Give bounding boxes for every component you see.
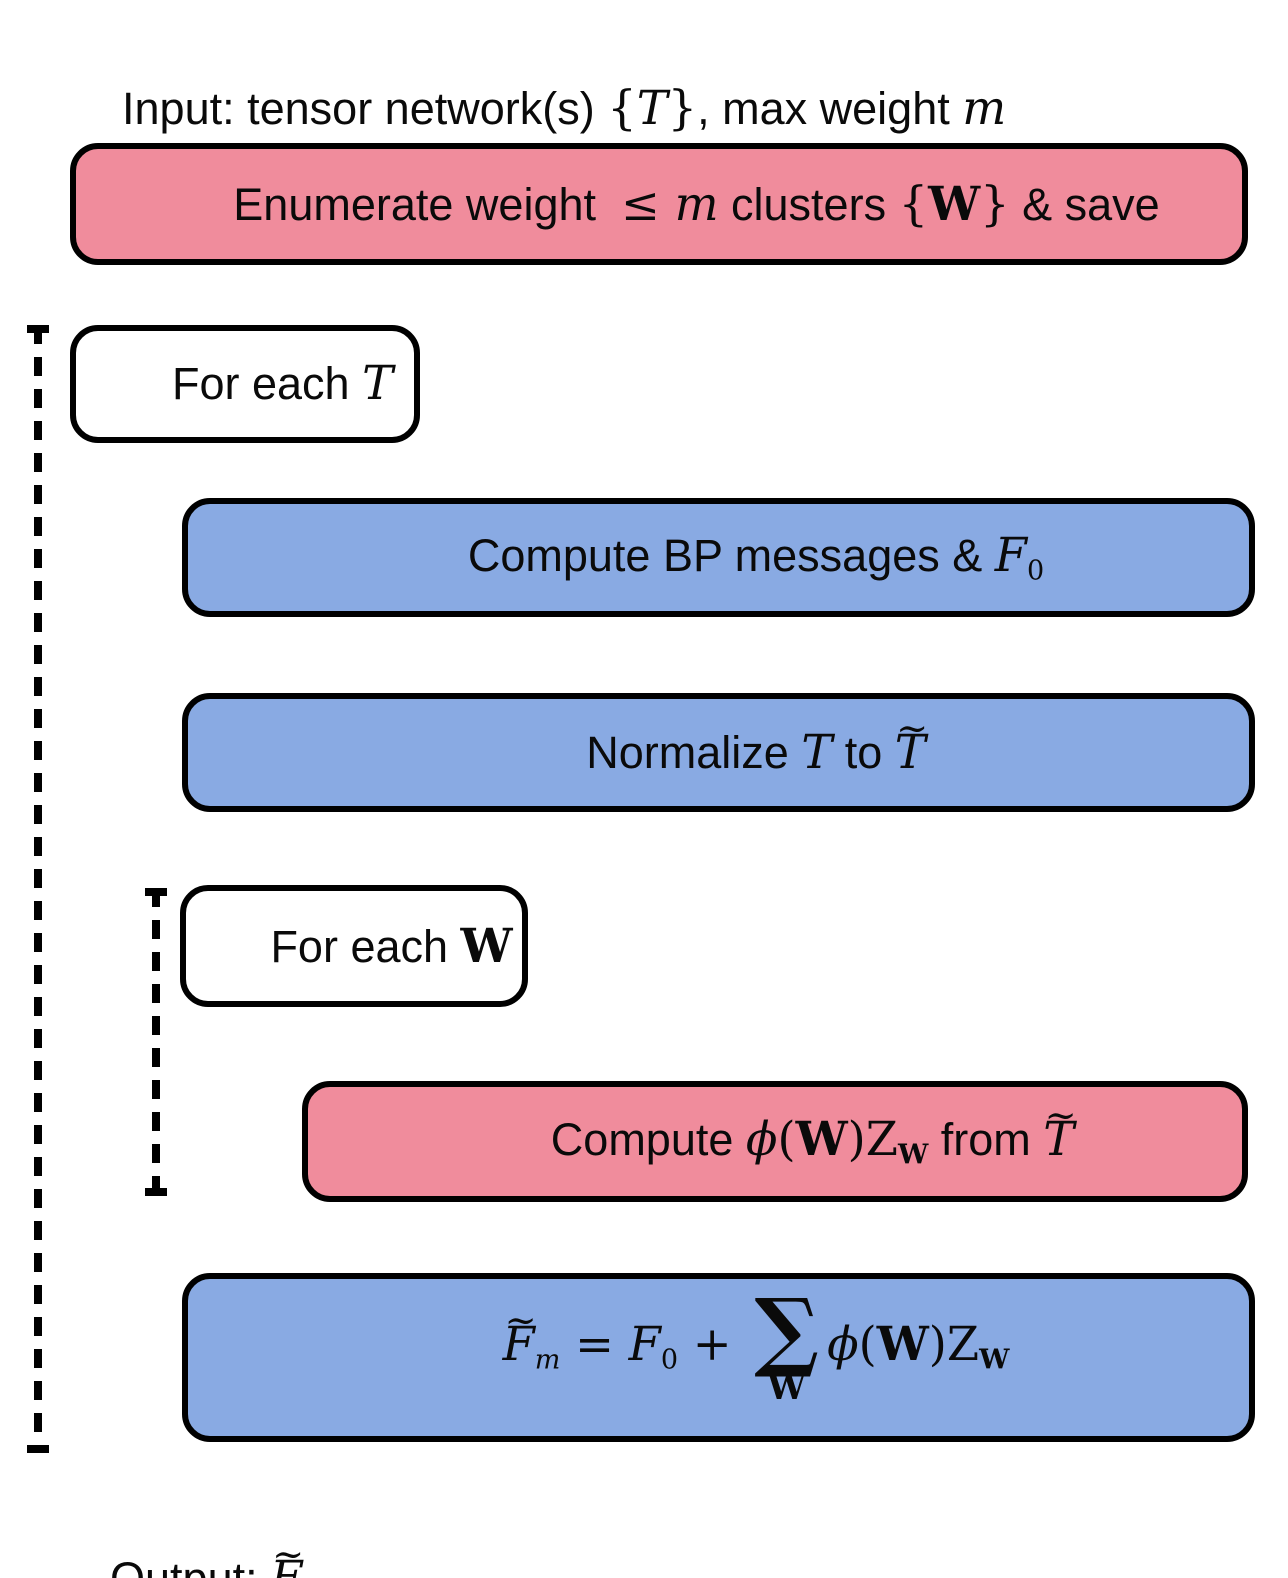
- left-paren: (: [777, 1112, 796, 1167]
- z-symbol: Z: [946, 1317, 980, 1372]
- inner-loop-dashed-line: [152, 888, 160, 1196]
- box-normalize-tensor-label: Normalize T to ~T: [511, 674, 928, 831]
- input-title-text: Input: tensor network(s): [122, 82, 608, 134]
- left-paren: (: [858, 1317, 877, 1372]
- tilde-accent: ~: [272, 1531, 305, 1577]
- right-brace: }: [980, 176, 1010, 231]
- box-compute-cluster-contribution: Compute ϕ(W)ZW from ~T: [302, 1081, 1248, 1202]
- sigma-symbol: ∑: [754, 1280, 820, 1382]
- z-symbol: Z: [865, 1112, 898, 1167]
- to-text: to: [832, 726, 895, 778]
- outer-loop-extent-line: [27, 325, 49, 1453]
- left-brace: {: [607, 80, 637, 135]
- m-symbol: m: [674, 176, 719, 231]
- box-enumerate-clusters-label: Enumerate weight ≤ m clusters {W} & save: [158, 125, 1159, 283]
- inner-loop-extent-line: [145, 888, 167, 1196]
- box-for-each-cluster: For each W: [180, 885, 528, 1007]
- f-tilde-symbol: ~F: [502, 1299, 537, 1372]
- output-text: Output:: [110, 1553, 270, 1578]
- for-each-text: For each: [172, 358, 363, 410]
- leq-symbol: ≤: [621, 176, 675, 231]
- save-text: & save: [1009, 178, 1160, 230]
- box-compute-cluster-contribution-label: Compute ϕ(W)ZW from ~T: [476, 1060, 1077, 1222]
- box-compute-bp-messages: Compute BP messages & F0: [182, 498, 1255, 617]
- max-weight-symbol: m: [962, 80, 1007, 135]
- left-brace: {: [898, 176, 929, 231]
- tilde-accent: ~: [504, 1298, 537, 1344]
- plus-sign: +: [678, 1317, 747, 1372]
- for-each-text: For each: [270, 921, 461, 973]
- outer-loop-bottom-tick: [27, 1445, 49, 1453]
- cluster-w-symbol: W: [795, 1111, 848, 1167]
- cluster-w-symbol: W: [928, 175, 981, 231]
- box-for-each-tensor-label: For each T: [97, 306, 393, 463]
- f-subscript-zero: 0: [660, 1344, 678, 1376]
- tilde-accent: ~: [896, 705, 929, 751]
- normalize-text: Normalize: [586, 726, 802, 778]
- clusters-text: clusters: [718, 178, 899, 230]
- f-base: F: [270, 1550, 303, 1578]
- compute-text: Compute: [550, 1114, 746, 1166]
- box-for-each-tensor: For each T: [70, 325, 420, 443]
- phi-symbol: ϕ: [827, 1317, 859, 1372]
- script-t-tilde-symbol: ~T: [894, 706, 928, 779]
- script-t-base: T: [1043, 1112, 1075, 1167]
- f-subscript-zero: 0: [1026, 555, 1045, 587]
- f-symbol: F: [994, 527, 1027, 582]
- script-t-symbol: T: [801, 724, 833, 779]
- inner-loop-bottom-tick: [145, 1188, 167, 1196]
- script-t-base: T: [894, 724, 926, 779]
- output-label: Output: ~Fm: [60, 1500, 328, 1578]
- enumerate-text: Enumerate weight: [233, 178, 622, 230]
- equals-sign: =: [560, 1317, 629, 1372]
- tilde-accent: ~: [1044, 1093, 1077, 1139]
- phi-symbol: ϕ: [745, 1112, 778, 1167]
- z-subscript-w: W: [897, 1139, 929, 1171]
- compute-bp-text: Compute BP messages &: [467, 529, 995, 581]
- outer-loop-dashed-line: [34, 325, 42, 1453]
- script-t-symbol: T: [362, 356, 394, 411]
- sum-over-clusters: ∑W: [754, 1280, 820, 1408]
- f-subscript-m: m: [534, 1344, 561, 1376]
- box-for-each-cluster-label: For each W: [195, 867, 512, 1024]
- box-normalize-tensor: Normalize T to ~T: [182, 693, 1255, 812]
- script-t-tilde-symbol: ~T: [1043, 1094, 1076, 1167]
- f-symbol: F: [628, 1317, 661, 1372]
- box-compute-bp-messages-label: Compute BP messages & F0: [393, 477, 1044, 638]
- f-base: F: [502, 1317, 535, 1372]
- sigma-under-w: W: [767, 1367, 806, 1408]
- script-t-symbol: T: [636, 80, 668, 135]
- right-paren: ): [928, 1317, 947, 1372]
- z-subscript-w: W: [979, 1344, 1010, 1376]
- cluster-w-symbol: W: [876, 1316, 929, 1372]
- input-title-text2: , max weight: [697, 82, 963, 134]
- right-paren: ): [847, 1112, 866, 1167]
- cluster-w-symbol: W: [460, 918, 513, 974]
- from-text: from: [928, 1114, 1044, 1166]
- f-tilde-symbol: ~F: [270, 1532, 304, 1578]
- right-brace: }: [667, 80, 698, 135]
- box-enumerate-clusters: Enumerate weight ≤ m clusters {W} & save: [70, 143, 1248, 265]
- input-title: Input: tensor network(s) {T}, max weight…: [72, 30, 1006, 187]
